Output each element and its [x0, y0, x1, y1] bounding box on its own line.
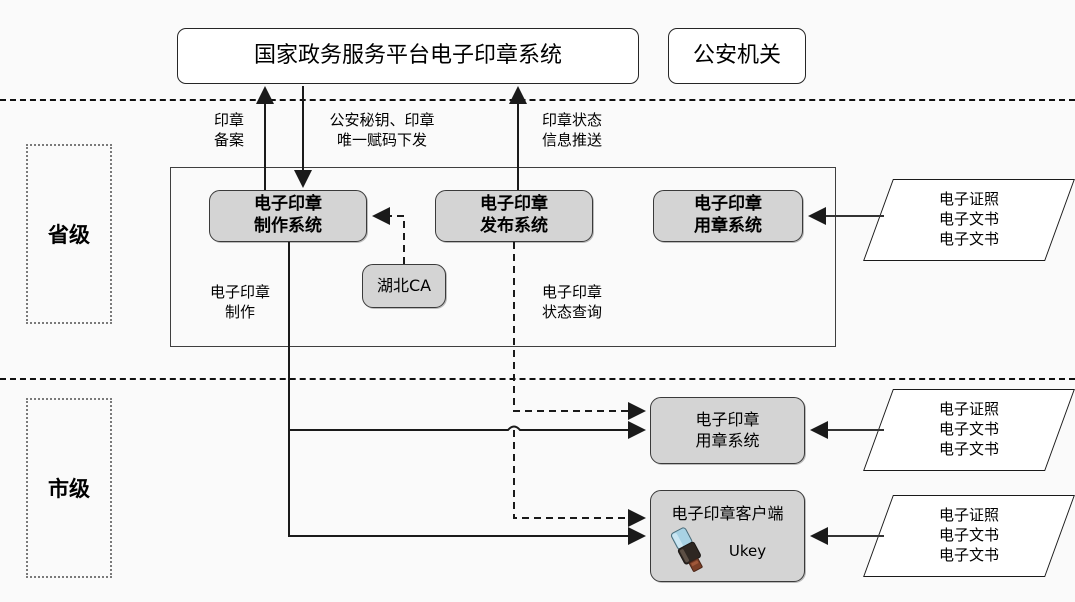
caption-seal-filing: 印章 备案	[213, 111, 244, 149]
node-hubei-ca[interactable]: 湖北CA	[362, 264, 446, 308]
data-source-province-text: 电子证照 电子文书 电子文书	[938, 190, 999, 248]
node-seal-client-sublabel: Ukey	[728, 542, 767, 561]
tier-divider-bottom	[0, 378, 1075, 380]
node-hubei-ca-label: 湖北CA	[376, 275, 432, 295]
public-security-label: 公安机关	[692, 42, 781, 68]
data-source-province: 电子证照 电子文书 电子文书	[863, 179, 1075, 261]
node-use-system-province-label: 电子印章 用章系统	[694, 194, 762, 236]
node-make-system[interactable]: 电子印章 制作系统	[209, 190, 367, 242]
data-source-city-client: 电子证照 电子文书 电子文书	[863, 495, 1075, 577]
node-make-system-label: 电子印章 制作系统	[254, 194, 322, 236]
caption-seal-status-query: 电子印章 状态查询	[541, 283, 602, 321]
node-publish-system[interactable]: 电子印章 发布系统	[435, 190, 593, 242]
node-seal-client-label: 电子印章客户端	[671, 504, 784, 523]
edge-publish-to-client	[513, 430, 646, 527]
public-security-box[interactable]: 公安机关	[668, 28, 806, 84]
tier-label-city: 市级	[26, 398, 112, 578]
node-use-system-city[interactable]: 电子印章 用章系统	[650, 397, 805, 464]
national-platform-label: 国家政务服务平台电子印章系统	[253, 42, 562, 68]
edge-make-to-client	[288, 430, 646, 545]
caption-status-push: 印章状态 信息推送	[541, 111, 602, 149]
tier-label-province-text: 省级	[48, 223, 90, 247]
national-platform-box[interactable]: 国家政务服务平台电子印章系统	[177, 28, 639, 84]
caption-key-issue: 公安秘钥、印章 唯一赋码下发	[329, 111, 435, 149]
node-use-system-city-label: 电子印章 用章系统	[695, 410, 760, 450]
tier-divider-top	[0, 99, 1075, 101]
data-source-city-use-text: 电子证照 电子文书 电子文书	[938, 400, 999, 458]
tier-label-city-text: 市级	[48, 477, 90, 501]
data-source-city-use: 电子证照 电子文书 电子文书	[863, 389, 1075, 471]
node-publish-system-label: 电子印章 发布系统	[480, 194, 548, 236]
caption-seal-make: 电子印章 制作	[209, 283, 270, 321]
data-source-city-client-text: 电子证照 电子文书 电子文书	[938, 506, 999, 564]
node-use-system-province[interactable]: 电子印章 用章系统	[653, 190, 803, 242]
tier-label-province: 省级	[26, 144, 112, 324]
ukey-icon	[670, 527, 703, 572]
